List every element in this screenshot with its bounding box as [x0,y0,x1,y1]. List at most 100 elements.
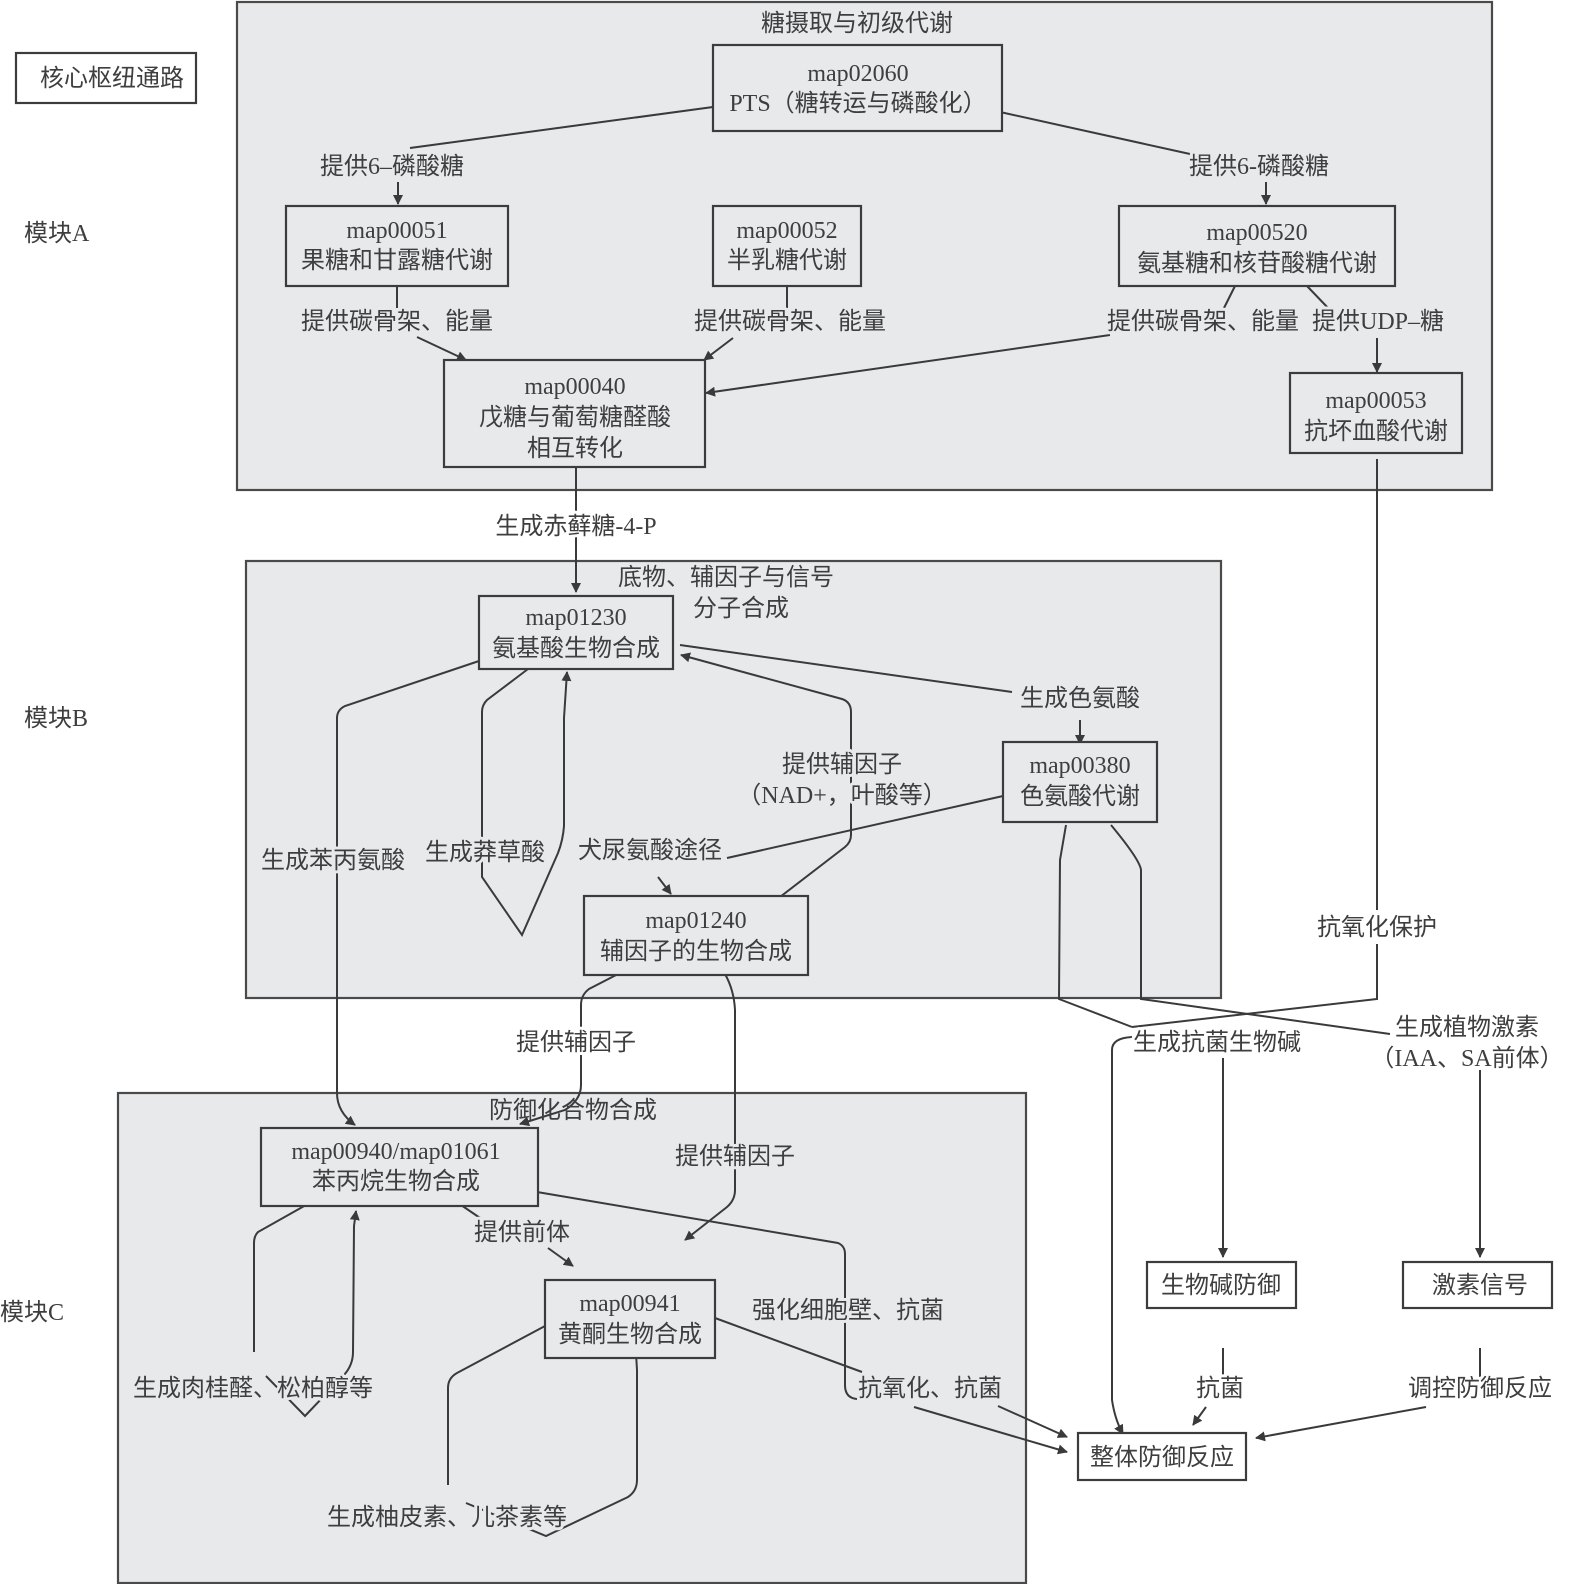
edge-label-00380-hormone-line1: 生成植物激素 [1395,1014,1539,1041]
node-map02060-name: PTS（糖转运与磷酸化） [729,90,986,117]
legend-label: 核心枢纽通路 [40,65,184,92]
edge-pts-to-00520 [999,111,1191,155]
cluster-c-title: 防御化合物合成 [489,1097,657,1124]
node-map00380[interactable]: map00380 色氨酸代谢 [1001,740,1159,824]
node-map00052[interactable]: map00052 半乳糖代谢 [711,204,863,288]
edge-label-alkaloid-antibacterial: 抗菌 [1196,1375,1244,1402]
node-map00940[interactable]: map00940/map01061 苯丙烷生物合成 [259,1126,540,1208]
edge-label-01240-00940: 提供辅因子 [516,1029,636,1056]
edge-00940-to-00941-arrow [547,1247,574,1267]
node-map00040-name-line2: 相互转化 [527,435,623,462]
edge-00051-to-00040-arrow [416,336,467,361]
node-map00941-code: map00941 [579,1291,680,1317]
edge-01230-shikimate-loop [481,668,572,938]
edge-label-01230-00940: 生成苯丙氨酸 [261,847,405,874]
node-overall-defense[interactable]: 整体防御反应 [1076,1431,1248,1482]
node-map00053-code: map00053 [1325,388,1426,414]
node-map02060-code: map02060 [807,61,908,87]
node-map01240-name: 辅因子的生物合成 [600,938,792,965]
node-map00941-name: 黄酮生物合成 [558,1321,702,1348]
node-map00052-name: 半乳糖代谢 [727,247,847,274]
edge-00380-to-01240 [726,795,1004,859]
edge-label-00520-00040: 提供碳骨架、能量 [1107,308,1299,335]
node-map01230-name: 氨基酸生物合成 [492,635,660,662]
node-alkaloid-defense[interactable]: 生物碱防御 [1145,1260,1298,1310]
node-map00520-name: 氨基糖和核苷酸糖代谢 [1137,250,1377,277]
edge-00941-naringenin-loop [447,1320,637,1538]
edge-00380-to-01240-arrow [657,876,672,895]
edge-antioxidant-to-overall-1 [913,1406,1068,1455]
edge-label-00941-antioxidant: 抗氧化、抗菌 [858,1375,1002,1402]
edge-label-00940-cellwall: 强化细胞壁、抗菌 [752,1297,944,1324]
edge-00053-antioxidant-2 [1131,944,1378,1028]
node-hormone-signal[interactable]: 激素信号 [1401,1260,1554,1310]
node-map00941[interactable]: map00941 黄酮生物合成 [543,1278,717,1360]
module-a-label: 模块A [24,220,90,247]
node-hormone-signal-name: 激素信号 [1432,1272,1528,1299]
edge-antioxidant-to-overall-2 [997,1405,1068,1438]
edge-00052-to-00040-arrow [703,337,734,361]
edge-alkaloid-to-overall [1111,1036,1133,1435]
edge-antibacterial-to-overall [1192,1406,1207,1426]
edge-label-00380-01240: 犬尿氨酸途径 [578,837,722,864]
edge-00520-to-00053 [1306,285,1331,311]
edge-label-pts-00051: 提供6–磷酸糖 [320,153,464,180]
edge-label-00941-naringenin: 生成柚皮素、儿茶素等 [327,1504,567,1531]
edge-label-00040-01230: 生成赤藓糖-4-P [495,513,656,540]
node-map00040-name-line1: 戊糖与葡萄糖醛酸 [479,404,671,431]
edge-label-01240-00941: 提供辅因子 [675,1143,795,1170]
node-map00940-name: 苯丙烷生物合成 [312,1168,480,1195]
edge-label-01240-01230-line1: 提供辅因子 [782,751,902,778]
edge-label-00051-00040: 提供碳骨架、能量 [301,308,493,335]
node-map00040[interactable]: map00040 戊糖与葡萄糖醛酸 相互转化 [442,358,707,469]
edge-00940-cellwall [536,1191,858,1400]
node-map00040-code: map00040 [524,374,625,400]
node-overall-defense-name: 整体防御反应 [1090,1444,1234,1471]
edge-label-01230-00380: 生成色氨酸 [1020,685,1140,712]
node-map01230-code: map01230 [525,605,626,631]
node-map00380-code: map00380 [1029,753,1130,779]
node-map00051-code: map00051 [346,218,447,244]
edge-01230-to-00380 [679,644,1013,693]
edge-label-00052-00040: 提供碳骨架、能量 [694,308,886,335]
edge-01230-to-00940 [336,660,480,1126]
node-map01240-code: map01240 [645,908,746,934]
edge-00520-to-00040 [1223,285,1236,309]
cluster-b-title-line2: 分子合成 [693,595,789,622]
legend-box [14,51,198,105]
node-map00520[interactable]: map00520 氨基糖和核苷酸糖代谢 [1117,204,1397,288]
edge-label-01240-01230-line2: （NAD+，叶酸等） [737,782,947,809]
edge-00380-branch-left [1057,824,1133,1028]
node-map01240[interactable]: map01240 辅因子的生物合成 [582,894,810,977]
edge-label-00940-cinnamaldehyde: 生成肉桂醛、松柏醇等 [133,1375,373,1402]
node-alkaloid-defense-name: 生物碱防御 [1161,1272,1281,1299]
node-map00520-code: map00520 [1206,220,1307,246]
node-map00053-name: 抗坏血酸代谢 [1304,418,1448,445]
edge-00520-to-00040-arrow [705,334,1111,397]
edge-label-00380-alkaloid: 生成抗菌生物碱 [1133,1029,1301,1056]
edge-regulate-to-overall [1255,1406,1427,1442]
node-map00053[interactable]: map00053 抗坏血酸代谢 [1288,371,1464,455]
edge-01240-to-00940 [519,972,621,1127]
module-c-label: 模块C [0,1299,64,1326]
edge-00940-to-00941 [460,1204,487,1223]
edge-label-00053-antioxidant: 抗氧化保护 [1317,914,1437,941]
node-map00051-name: 果糖和甘露糖代谢 [301,247,493,274]
edge-label-01230-shikimate: 生成莽草酸 [425,839,545,866]
edge-00940-cinnamaldehyde-loop [253,1205,356,1418]
cluster-b-title-line1: 底物、辅因子与信号 [618,564,834,591]
node-map00940-code: map00940/map01061 [291,1139,500,1165]
cluster-a-title: 糖摄取与初级代谢 [761,10,953,37]
node-map00051[interactable]: map00051 果糖和甘露糖代谢 [284,204,510,288]
node-map01230[interactable]: map01230 氨基酸生物合成 [477,594,675,671]
edge-label-hormone-regulate: 调控防御反应 [1408,1375,1552,1402]
node-map00052-code: map00052 [736,218,837,244]
edge-label-00940-00941: 提供前体 [474,1219,570,1246]
node-map02060[interactable]: map02060 PTS（糖转运与磷酸化） [711,43,1004,133]
node-map00380-name: 色氨酸代谢 [1020,783,1140,810]
edge-label-00520-00053: 提供UDP–糖 [1312,308,1444,335]
edge-01240-to-01230 [680,652,852,898]
edge-00380-branch-right [1110,824,1391,1035]
edge-01240-to-00941 [684,973,736,1241]
